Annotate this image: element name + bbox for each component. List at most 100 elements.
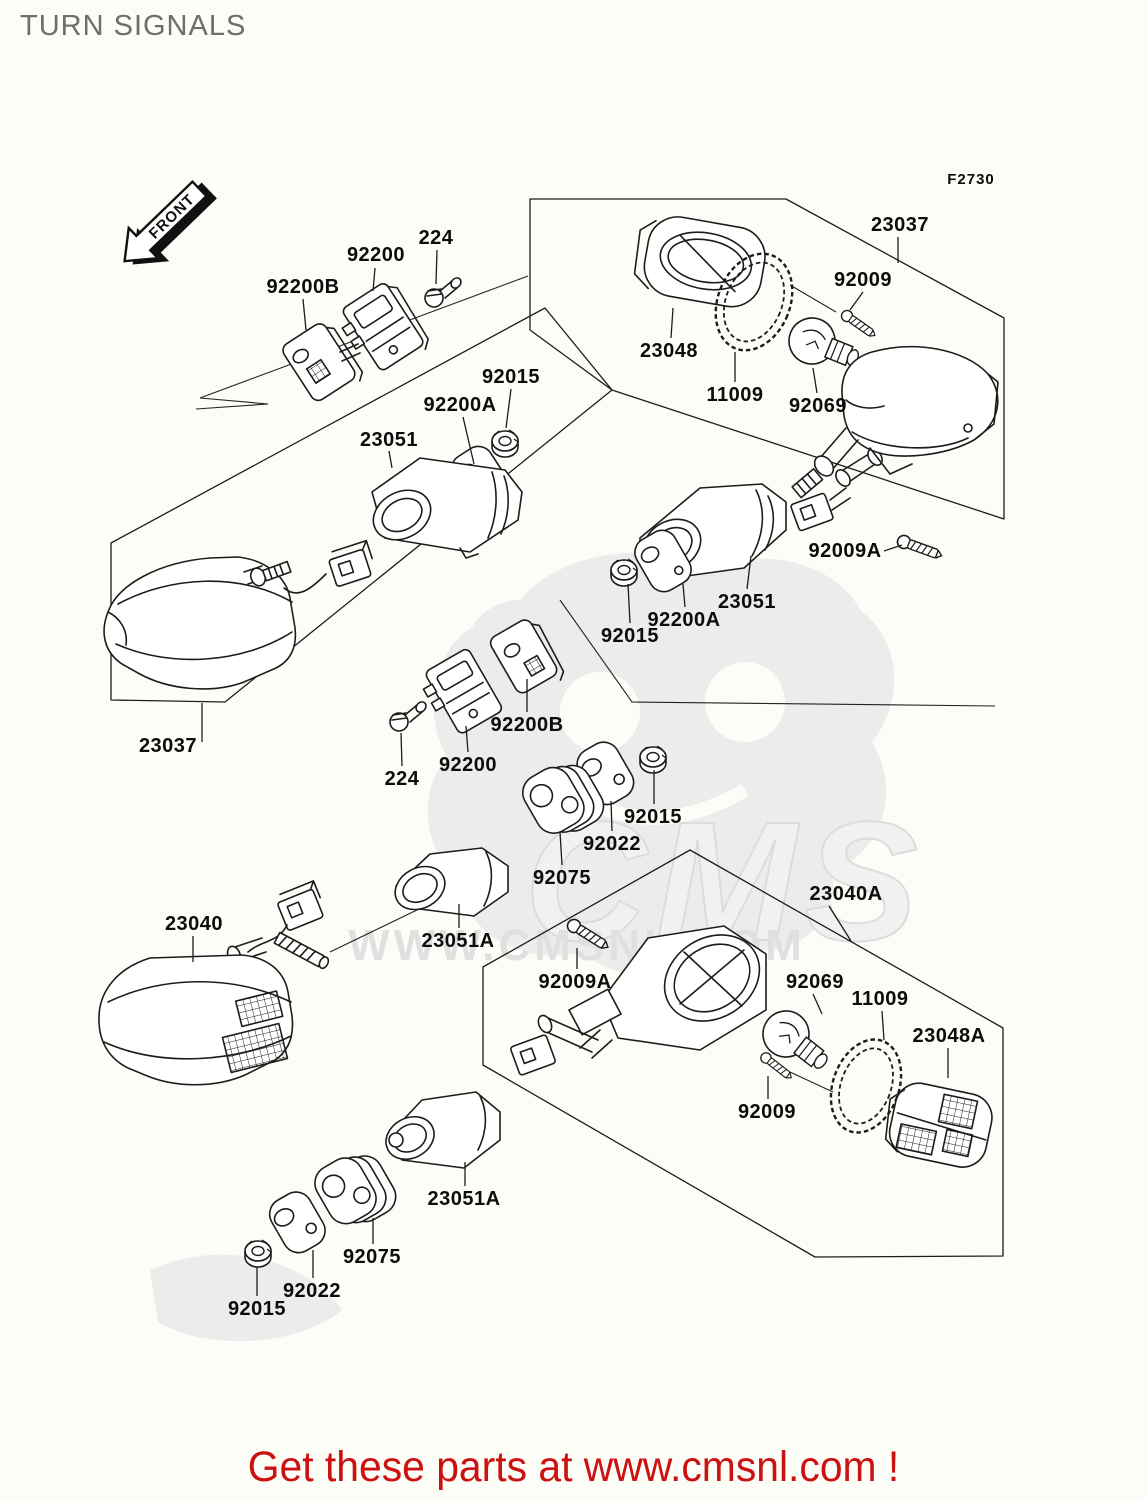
part-11009-gasket-1 [714, 252, 837, 352]
leader-line-92015-3 [505, 388, 512, 429]
part-label-92075-32: 92075 [343, 1246, 401, 1268]
leader-line-92200b-0 [302, 298, 307, 331]
watermark-eye-right [705, 662, 785, 742]
part-label-224-18: 224 [385, 768, 420, 790]
part-label-23048-6: 23048 [640, 340, 698, 362]
leader-line-23048-6 [670, 307, 674, 339]
leader-line-23051-13 [746, 555, 752, 590]
baseline-v-line [559, 599, 996, 707]
part-label-11009-28: 11009 [851, 988, 908, 1010]
part-label-92022-20: 92022 [583, 833, 641, 855]
part-label-23048a-29: 23048A [912, 1025, 985, 1047]
part-92009-screw-1 [838, 307, 879, 341]
part-label-23051a-24: 23051A [421, 930, 494, 952]
watermark-swirl [150, 1254, 342, 1342]
leader-line-11009-28 [881, 1010, 885, 1041]
leader-line-92009a-12 [883, 544, 903, 552]
front-direction-arrow: FRONT [123, 179, 217, 265]
part-92009a-screw-1 [894, 532, 945, 563]
part-23051a-body-1 [394, 847, 509, 917]
part-23051a-housing-rear [537, 925, 767, 1059]
part-label-92200b-16: 92200B [490, 714, 563, 736]
leader-line-224-18 [400, 732, 403, 767]
part-label-92015-3: 92015 [482, 366, 540, 388]
leader-line-92200-17 [465, 725, 469, 753]
part-label-92015-34: 92015 [228, 1298, 286, 1320]
part-92015-nut-2 [610, 558, 638, 587]
part-connector-1 [328, 539, 374, 587]
panel-outline-right-front [529, 198, 1005, 520]
part-label-23040-23: 23040 [165, 913, 223, 935]
cmsnl-promo-banner[interactable]: Get these parts at www.cmsnl.com ! [247, 1443, 900, 1491]
part-label-23037-22: 23037 [139, 735, 197, 757]
part-92200b-damper-1 [282, 323, 364, 402]
leader-line-92200-1 [372, 267, 376, 292]
part-224-screw-1 [424, 277, 462, 308]
part-92200-bracket-2 [422, 648, 503, 734]
pointer-fork-line [195, 397, 269, 410]
part-92069-bulb-2 [752, 1000, 840, 1084]
part-label-11009-7: 11009 [706, 384, 763, 406]
part-92015-nut-3 [639, 745, 667, 774]
leader-line-23040a-25 [828, 905, 852, 942]
part-23051-body-1 [371, 457, 523, 559]
part-label-23040a-25: 23040A [809, 883, 882, 905]
leader-line-92200a-4 [462, 416, 475, 465]
page-title: TURN SIGNALS [20, 10, 247, 42]
part-label-224-2: 224 [419, 227, 454, 249]
leader-line-92075-21 [559, 831, 563, 866]
part-92200b-damper-2 [489, 619, 565, 694]
part-label-92009a-12: 92009A [808, 540, 881, 562]
part-23048a-lens [884, 1082, 993, 1168]
part-92200a-plate-2 [634, 529, 692, 593]
part-92075-lens-2 [314, 1155, 397, 1225]
part-92022-gasket-2 [268, 1191, 326, 1254]
part-label-92200-17: 92200 [439, 754, 497, 776]
part-label-92015-15: 92015 [601, 625, 659, 647]
part-connector-3 [510, 1034, 556, 1076]
part-92015-nut-4 [244, 1239, 272, 1268]
part-label-f2730-11: F2730 [947, 171, 995, 188]
part-23037-housing-right [791, 346, 999, 499]
panel-outline-left-front [110, 307, 613, 703]
screw-to-gasket-line [789, 1071, 834, 1093]
part-label-92069-8: 92069 [789, 395, 847, 417]
part-label-92009-10: 92009 [834, 269, 892, 291]
part-label-23051-5: 23051 [360, 429, 418, 451]
leader-line-224-2 [435, 249, 438, 285]
leader-line-92015-15 [627, 583, 631, 624]
part-label-92009-30: 92009 [738, 1101, 796, 1123]
part-label-92200a-4: 92200A [423, 394, 496, 416]
leader-line-92069-8 [812, 367, 818, 394]
part-23048-lens [633, 216, 766, 308]
part-label-23051-13: 23051 [718, 591, 776, 613]
part-connector-4 [277, 880, 324, 931]
turn-signals-diagram: CMS WWW.CMSNL.COM FRONT [98, 171, 1005, 1342]
part-92015-nut-1 [491, 429, 519, 458]
part-label-23037-9: 23037 [871, 214, 929, 236]
part-224-screw-2 [389, 701, 427, 732]
leader-line-92022-20 [610, 800, 613, 832]
part-label-92200-1: 92200 [347, 244, 405, 266]
part-label-92075-21: 92075 [533, 867, 591, 889]
panel-outline-rear [482, 849, 1004, 1258]
part-label-92015-19: 92015 [624, 806, 682, 828]
leader-line-92009-10 [849, 291, 864, 311]
part-23040-lamp-left [98, 924, 330, 1086]
part-label-23051a-31: 23051A [427, 1188, 500, 1210]
part-23037-lamp-left [103, 556, 327, 690]
part-labels-layer: 92200B922002249201592200A230512304811009… [139, 171, 995, 1320]
part-23051a-body-2 [385, 1091, 501, 1169]
part-92200-bracket-1 [339, 282, 429, 371]
front-arrow-body [123, 179, 209, 263]
leader-line-92200a-14 [682, 583, 686, 608]
leader-line-92069-27 [812, 993, 823, 1015]
part-label-92069-27: 92069 [786, 971, 844, 993]
part-label-92200a-14: 92200A [647, 609, 720, 631]
leader-line-23051-5 [388, 450, 393, 469]
watermark-eye-left [560, 672, 640, 752]
part-92075-lens-1 [522, 764, 605, 834]
part-label-92022-33: 92022 [283, 1280, 341, 1302]
part-label-92009a-26: 92009A [538, 971, 611, 993]
